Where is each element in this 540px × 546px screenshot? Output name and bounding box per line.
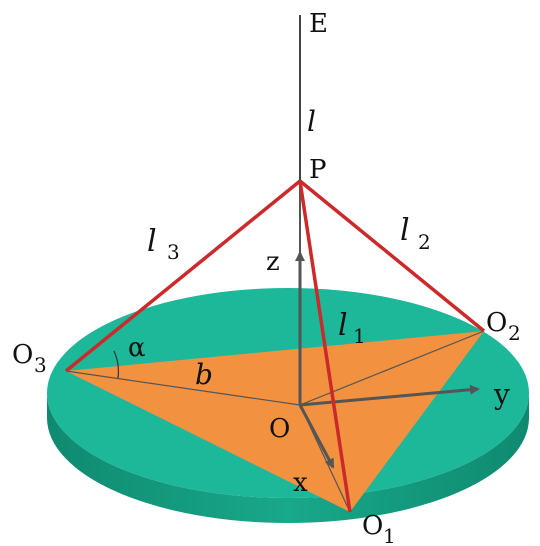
label-l: l — [307, 105, 316, 138]
label-O2-subscript: 2 — [508, 321, 521, 345]
label-l3-subscript: 3 — [167, 240, 180, 264]
label-x: x — [293, 468, 308, 498]
label-O1-subscript: 1 — [383, 524, 396, 546]
label-O2: O — [486, 308, 507, 338]
label-O: O — [269, 414, 290, 444]
label-l3: l — [147, 224, 157, 259]
label-l2-subscript: 2 — [418, 230, 431, 254]
base-disk-side — [47, 393, 529, 523]
label-l2: l — [400, 213, 410, 248]
label-b: b — [195, 358, 213, 391]
label-y: y — [493, 378, 510, 411]
label-O1: O — [362, 511, 383, 541]
cable-l3 — [64, 179, 302, 373]
label-alpha: α — [128, 333, 146, 363]
label-z: z — [266, 247, 280, 277]
alpha-angle-arc — [113, 350, 120, 379]
cable-l2 — [298, 179, 486, 333]
label-P: P — [309, 155, 327, 185]
base-triangle — [66, 331, 484, 512]
x-axis-arrow — [298, 404, 335, 469]
segment-O-O3 — [65, 370, 301, 406]
label-E: E — [309, 9, 328, 39]
label-O3-subscript: 3 — [34, 353, 47, 377]
cable-l1 — [298, 180, 352, 513]
label-O3: O — [12, 340, 33, 370]
label-l1: l — [338, 308, 348, 343]
y-axis-arrow — [299, 384, 480, 407]
label-l1-subscript: 1 — [353, 324, 366, 348]
